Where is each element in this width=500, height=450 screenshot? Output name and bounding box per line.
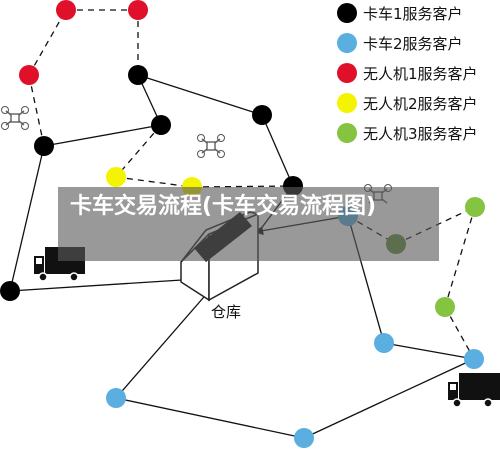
edge [115,124,162,178]
edge [115,395,305,439]
legend-label: 无人机2服务客户 [363,95,478,113]
drone2-customer-node [106,167,126,187]
legend-swatch [337,33,357,53]
edge [137,74,263,117]
legend-item-drone2: 无人机2服务客户 [337,93,478,113]
legend-swatch [337,63,357,83]
legend-swatch [337,3,357,23]
legend-label: 卡车2服务客户 [363,35,463,53]
drone-edges [26,5,476,360]
legend-item-truck2: 卡车2服务客户 [337,33,463,53]
truck1-customer-node [128,65,148,85]
truck2-customer-node [374,333,394,353]
edge [28,9,67,76]
drone1-customer-node [128,0,148,20]
banner-title: 卡车交易流程(卡车交易流程图) [70,194,377,219]
legend-item-drone1: 无人机1服务客户 [337,63,478,83]
truck1-customer-node [252,105,272,125]
edge [261,114,294,187]
drone3-customer-node [435,297,455,317]
truck1-customer-node [151,115,171,135]
legend: 卡车1服务客户 卡车2服务客户 无人机1服务客户 无人机2服务客户 无人机3服务… [337,3,478,143]
legend-label: 无人机1服务客户 [363,65,478,83]
drone3-customer-node [465,197,485,217]
title-banner [58,187,439,261]
edge [9,279,183,296]
truck1-customer-node [34,136,54,156]
edge [115,176,193,191]
edge [383,342,475,363]
drone-icon [197,134,225,158]
legend-label: 卡车1服务客户 [363,5,463,23]
legend-label: 无人机3服务客户 [363,125,478,143]
truck-icon [448,373,500,408]
edge [442,206,476,308]
customer-nodes [0,0,485,448]
drone1-customer-node [56,0,76,20]
edge [43,124,162,150]
legend-swatch [337,93,357,113]
edge [7,145,45,292]
edge [191,181,294,191]
route-edges [7,74,475,439]
truck1-customer-node [0,281,20,301]
warehouse-label: 仓库 [211,303,241,321]
legend-item-drone3: 无人机3服务客户 [337,123,478,143]
edge [115,289,211,399]
edge [303,358,475,439]
truck2-customer-node [294,428,314,448]
drone1-customer-node [19,65,39,85]
drone-icon [1,106,29,130]
legend-item-truck1: 卡车1服务客户 [337,3,463,23]
truck2-customer-node [106,388,126,408]
edge [26,74,45,147]
truck2-customer-node [464,349,484,369]
legend-swatch [337,123,357,143]
